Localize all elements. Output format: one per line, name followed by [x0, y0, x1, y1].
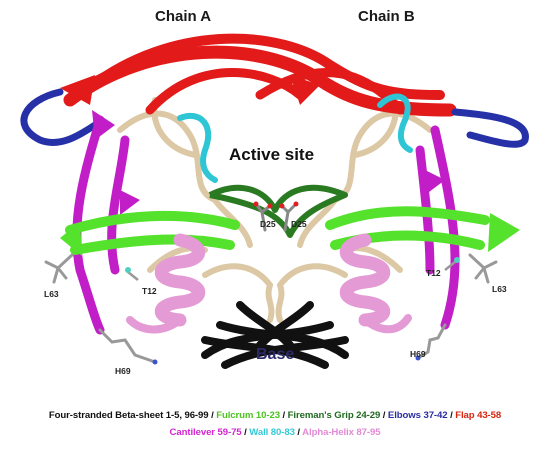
residue-t12-left: [127, 271, 139, 281]
chain-a-label: Chain A: [155, 8, 212, 25]
l63-right-label: L63: [492, 284, 507, 294]
cantilever-arrow-right-1: [425, 170, 445, 195]
wall-left: [177, 112, 218, 183]
chain-b-label: Chain B: [358, 8, 415, 25]
legend-item: Elbows 37-42: [387, 410, 448, 421]
elbow-right: [451, 108, 529, 148]
cantilever-right: [415, 125, 460, 330]
residue-t12-right: [444, 261, 456, 271]
d25-left-label: D25: [260, 219, 276, 229]
t12-left-label: T12: [142, 286, 157, 296]
cantilever-arrow-left-2: [120, 190, 140, 215]
flap-ribbons: [63, 33, 457, 117]
flap-arrow-right: [290, 75, 320, 105]
legend-item: /: [380, 410, 388, 421]
fulcrum-arrow-right: [488, 213, 520, 252]
legend-item: Fireman's Grip 24-29: [287, 410, 381, 421]
legend-item: Wall 80-83: [249, 427, 295, 438]
legend-item: Fulcrum 10-23: [216, 410, 280, 421]
h69-right-label: H69: [410, 349, 426, 359]
fireman-grip: [208, 184, 348, 238]
legend-line-2: Cantilever 59-75 / Wall 80-83 / Alpha-He…: [0, 424, 550, 441]
alpha-helix-tail-left: [126, 316, 184, 334]
base-beta-sheet: [201, 301, 349, 369]
legend-line-1: Four-stranded Beta-sheet 1-5, 96-99 / Fu…: [0, 407, 550, 424]
alpha-helix-right: [339, 233, 391, 327]
alpha-helix-tail-right: [361, 314, 412, 334]
legend-item: Cantilever 59-75: [169, 427, 242, 438]
h69-left-label: H69: [115, 366, 131, 376]
base-label: Base: [256, 346, 295, 363]
t12-right-label: T12: [426, 268, 441, 278]
d25-right-label: D25: [291, 219, 307, 229]
legend-item: /: [294, 427, 303, 438]
fulcrum-arrow-left: [60, 222, 82, 256]
residue-h69-right: [416, 323, 447, 360]
residue-l63-left: [44, 253, 74, 284]
legend-item: /: [241, 427, 250, 438]
wall-right: [377, 93, 413, 153]
legend-item: /: [208, 410, 217, 421]
legend-item: Flap 43-58: [455, 410, 502, 421]
active-site-label: Active site: [229, 145, 315, 164]
legend-item: Alpha-Helix 87-95: [302, 427, 381, 438]
residue-l63-right: [468, 253, 498, 284]
l63-left-label: L63: [44, 289, 59, 299]
legend-item: /: [447, 410, 456, 421]
legend-item: Four-stranded Beta-sheet 1-5, 96-99: [48, 410, 209, 421]
cantilever-arrow-left-1: [92, 110, 115, 140]
legend: Four-stranded Beta-sheet 1-5, 96-99 / Fu…: [0, 407, 550, 441]
fulcrum-left: [65, 210, 240, 255]
flap-arrow-left: [60, 75, 95, 105]
legend-item: /: [279, 410, 288, 421]
elbow-left: [20, 88, 99, 146]
alpha-helix-left: [154, 233, 206, 327]
residue-h69-left: [98, 328, 157, 364]
